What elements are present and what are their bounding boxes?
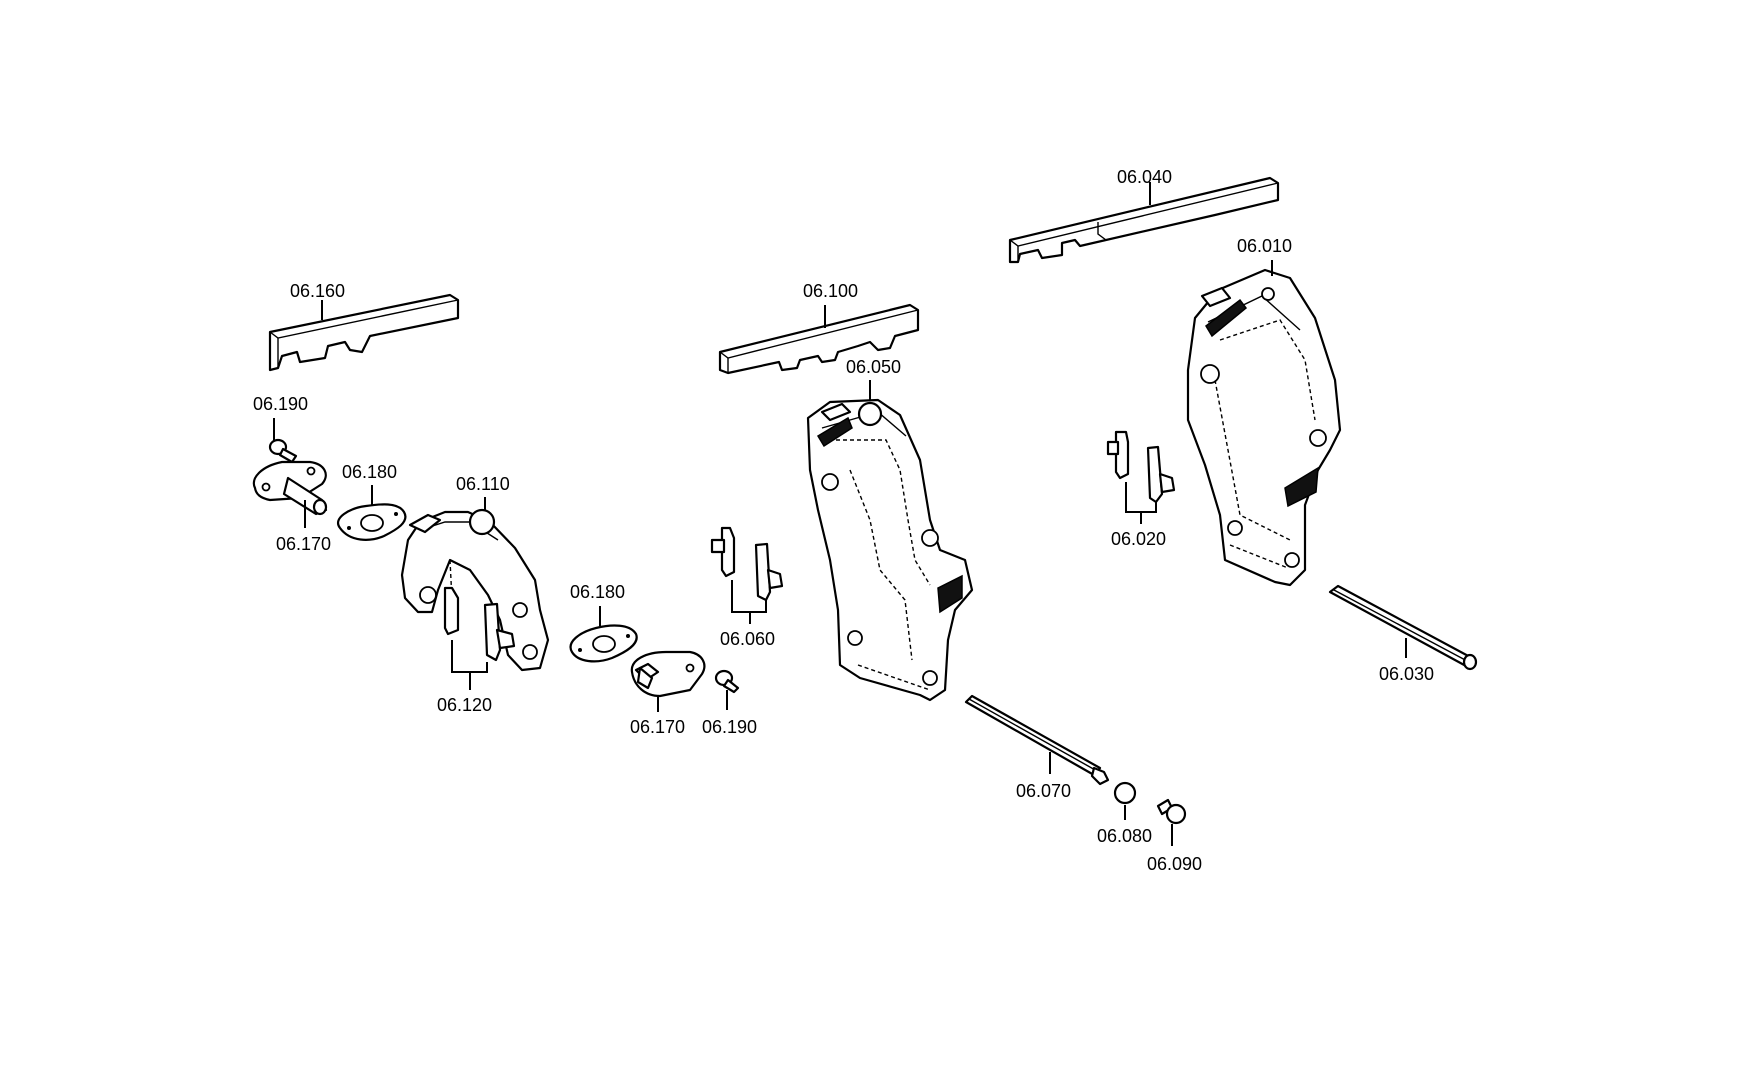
label-06-170-middle: 06.170	[630, 717, 685, 737]
label-06-180-middle: 06.180	[570, 582, 625, 602]
part-06-190-screw-middle[interactable]	[714, 669, 740, 694]
part-06-050-cover[interactable]	[806, 398, 974, 702]
part-06-010-cover[interactable]	[1186, 268, 1342, 587]
leader-06-060	[731, 580, 767, 624]
label-06-190-left: 06.190	[253, 394, 308, 414]
part-06-080-ball[interactable]	[1113, 781, 1137, 805]
part-06-180-gasket-left[interactable]	[337, 503, 407, 541]
part-06-060-pins[interactable]	[710, 526, 784, 602]
part-06-160-bar[interactable]	[268, 293, 460, 372]
label-06-100: 06.100	[803, 281, 858, 301]
part-06-020-pins[interactable]	[1106, 430, 1176, 504]
label-06-090: 06.090	[1147, 854, 1202, 874]
part-06-070-shaft[interactable]	[964, 694, 1110, 786]
part-06-100-bar[interactable]	[718, 303, 920, 375]
label-06-040: 06.040	[1117, 167, 1172, 187]
label-06-110: 06.110	[456, 474, 510, 494]
label-06-030: 06.030	[1379, 664, 1434, 684]
label-06-180-left: 06.180	[342, 462, 397, 482]
part-06-040-bar[interactable]	[1008, 176, 1280, 264]
leader-06-120	[451, 640, 488, 690]
part-06-110-bracket[interactable]	[400, 508, 550, 672]
label-06-060: 06.060	[720, 629, 775, 649]
part-06-090-plug[interactable]	[1156, 798, 1187, 825]
part-06-190-screw-left[interactable]	[268, 438, 298, 464]
part-06-120-pins[interactable]	[443, 586, 516, 662]
part-06-170-flange-left[interactable]	[252, 460, 328, 516]
part-06-180-gasket-middle[interactable]	[569, 624, 638, 663]
label-06-120: 06.120	[437, 695, 492, 715]
leader-06-020	[1125, 482, 1157, 524]
part-06-030-shaft[interactable]	[1328, 584, 1478, 671]
part-06-170-flange-middle[interactable]	[630, 650, 706, 698]
label-06-080: 06.080	[1097, 826, 1152, 846]
label-06-160: 06.160	[290, 281, 345, 301]
label-06-010: 06.010	[1237, 236, 1292, 256]
label-06-190-middle: 06.190	[702, 717, 757, 737]
label-06-070: 06.070	[1016, 781, 1071, 801]
label-06-170-left: 06.170	[276, 534, 331, 554]
label-06-020: 06.020	[1111, 529, 1166, 549]
label-06-050: 06.050	[846, 357, 901, 377]
